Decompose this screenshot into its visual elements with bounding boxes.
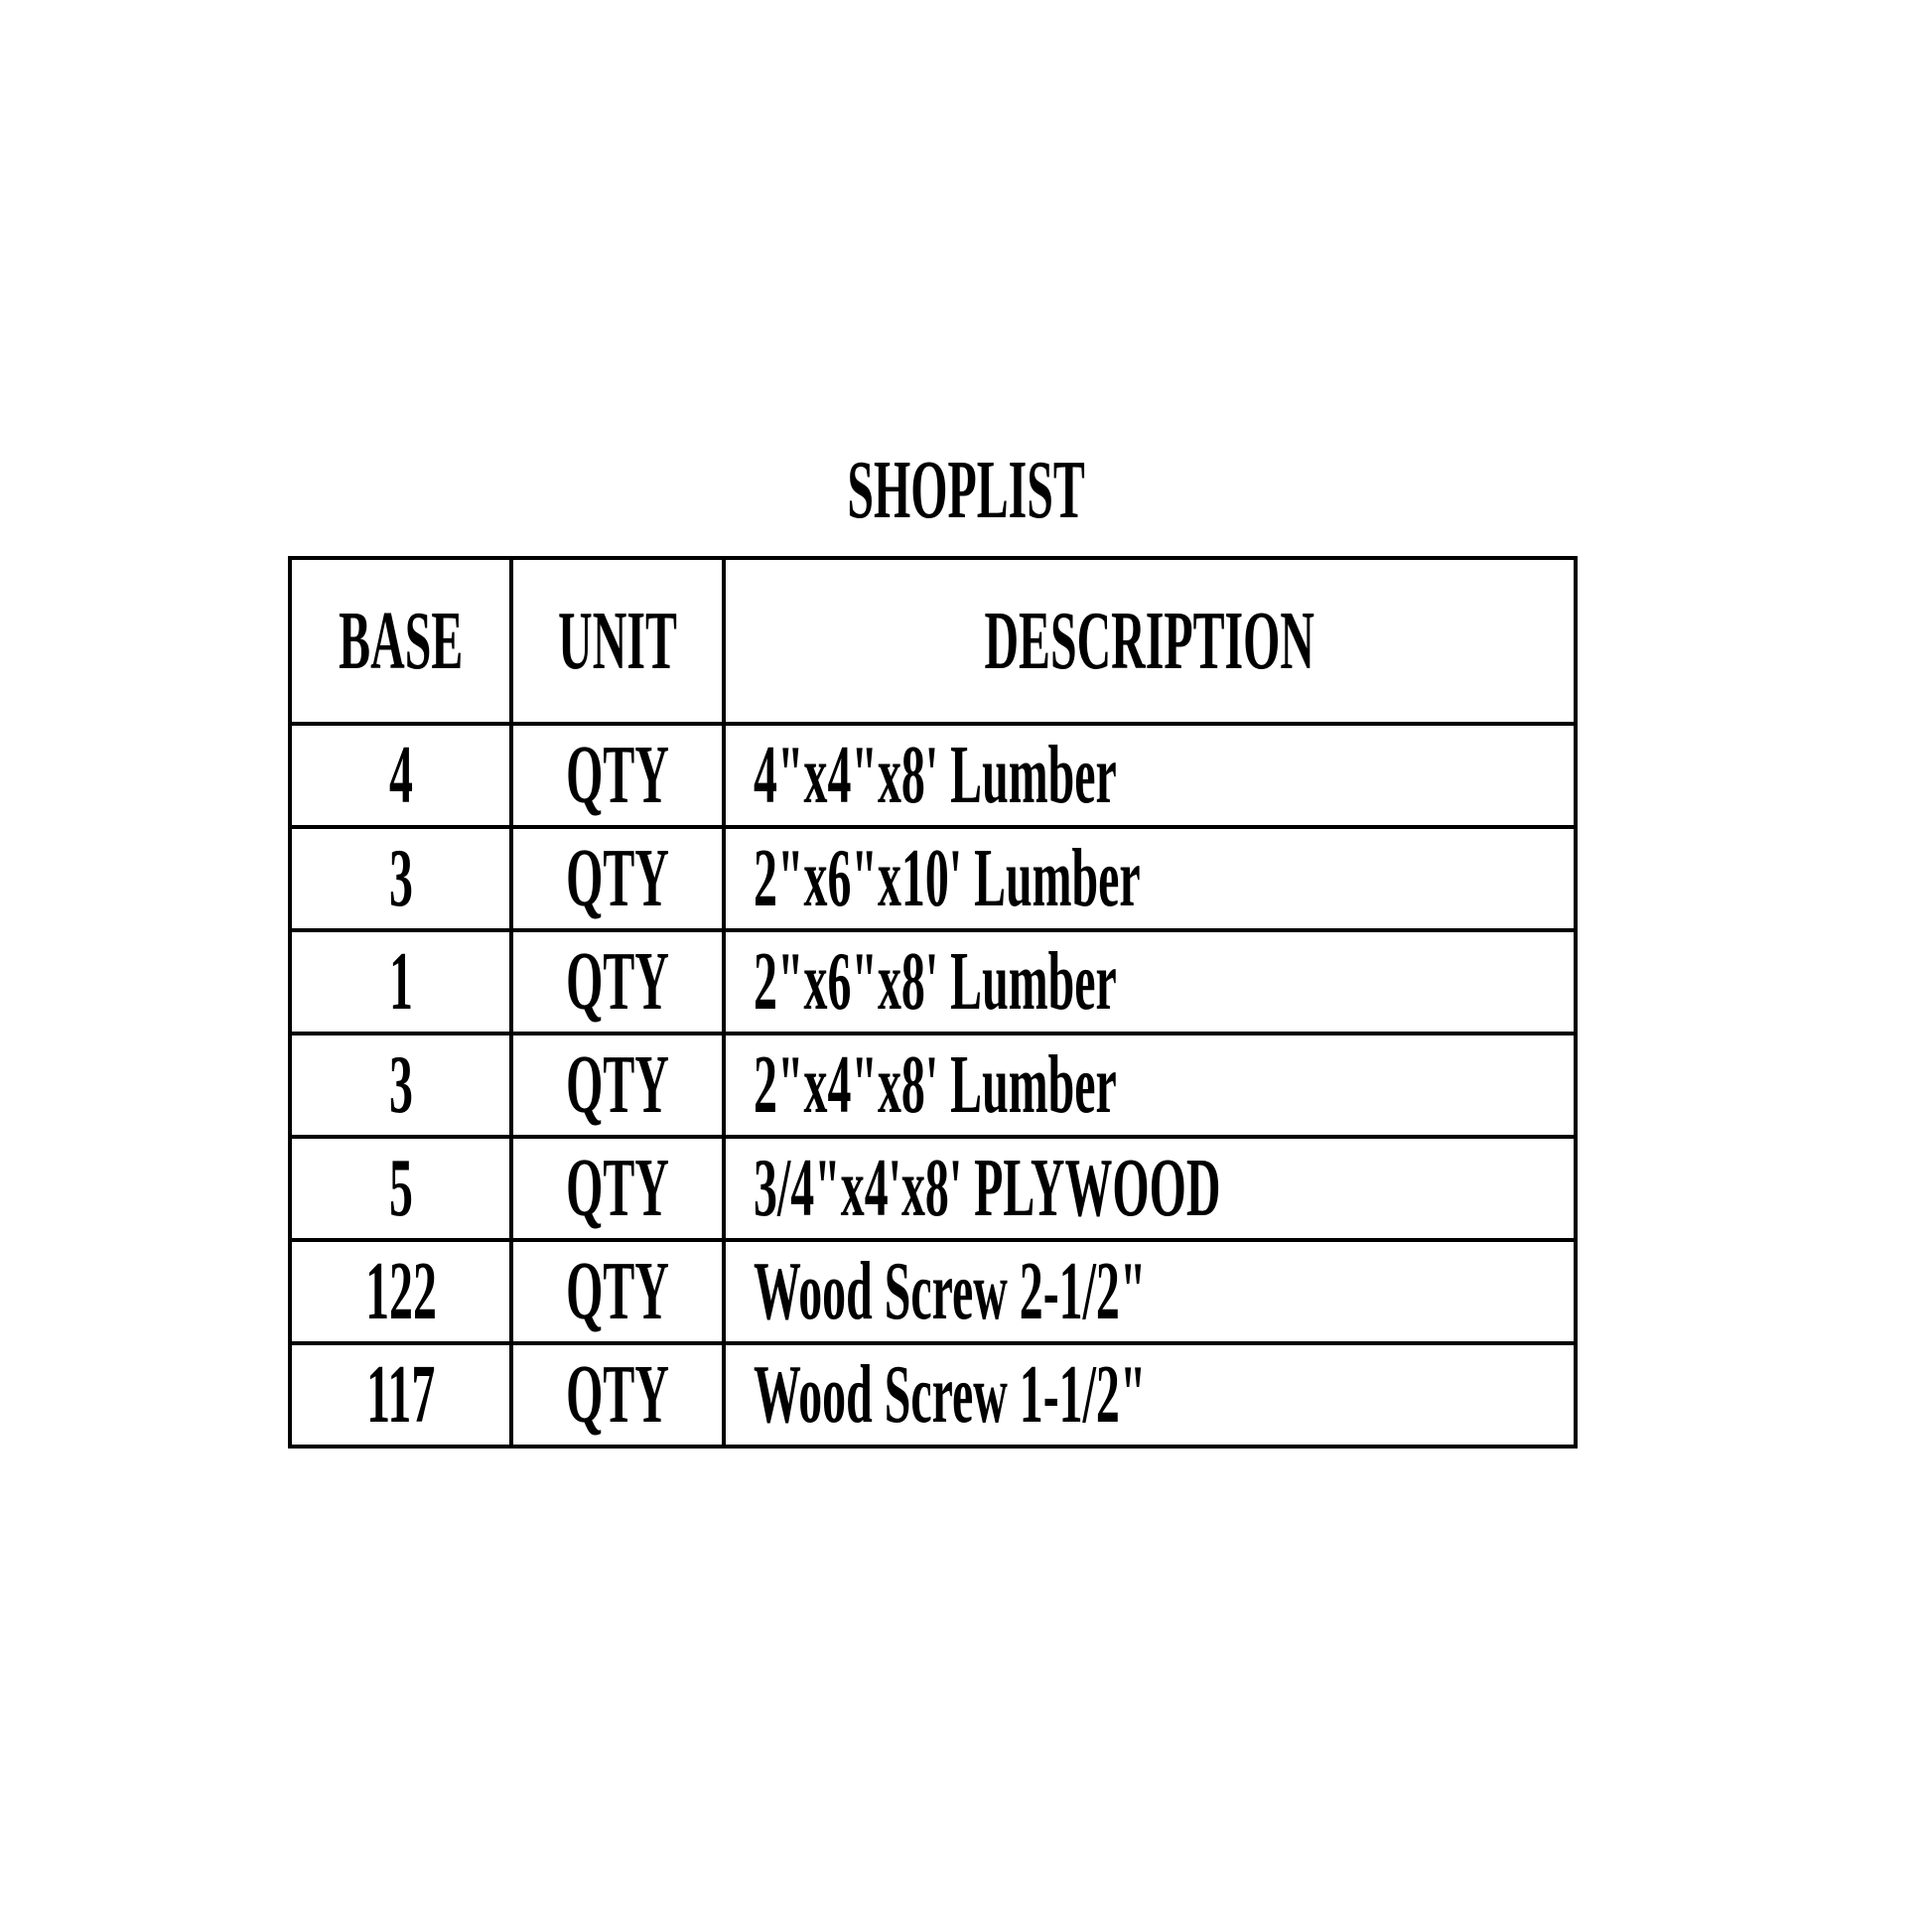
cell-base: 1 [287,928,514,1035]
table-header-row: BASE UNIT DESCRIPTION [287,556,1578,726]
cell-description: 2"x4"x8' Lumber [722,1032,1578,1139]
cell-description: 4"x4"x8' Lumber [722,722,1578,829]
table-row: 117 QTY Wood Screw 1-1/2" [287,1341,1578,1449]
cell-description: 2"x6"x10' Lumber [722,825,1578,932]
cell-unit: QTY [509,722,727,829]
cell-description: Wood Screw 1-1/2" [722,1341,1578,1449]
cell-base: 122 [287,1238,514,1345]
column-header-description: DESCRIPTION [722,556,1578,726]
column-header-base: BASE [287,556,514,726]
cell-base: 4 [287,722,514,829]
cell-unit: QTY [509,1032,727,1139]
cell-base: 3 [287,1032,514,1139]
cell-unit: QTY [509,1341,727,1449]
page-title: SHOPLIST [0,449,1932,532]
cell-base: 3 [287,825,514,932]
cell-base: 117 [287,1341,514,1449]
cell-unit: QTY [509,1135,727,1242]
table-row: 122 QTY Wood Screw 2-1/2" [287,1238,1578,1345]
cell-description: Wood Screw 2-1/2" [722,1238,1578,1345]
page-title-text: SHOPLIST [847,444,1085,536]
cell-base: 5 [287,1135,514,1242]
cell-unit: QTY [509,825,727,932]
table-row: 1 QTY 2"x6"x8' Lumber [287,928,1578,1035]
table-row: 4 QTY 4"x4"x8' Lumber [287,722,1578,829]
table-row: 5 QTY 3/4"x4'x8' PLYWOOD [287,1135,1578,1242]
shoplist-table: BASE UNIT DESCRIPTION 4 QTY 4"x4"x8' Lum… [287,556,1578,1449]
table-row: 3 QTY 2"x4"x8' Lumber [287,1032,1578,1139]
cell-description: 3/4"x4'x8' PLYWOOD [722,1135,1578,1242]
column-header-unit: UNIT [509,556,727,726]
cell-unit: QTY [509,1238,727,1345]
table-row: 3 QTY 2"x6"x10' Lumber [287,825,1578,932]
cell-unit: QTY [509,928,727,1035]
cell-description: 2"x6"x8' Lumber [722,928,1578,1035]
